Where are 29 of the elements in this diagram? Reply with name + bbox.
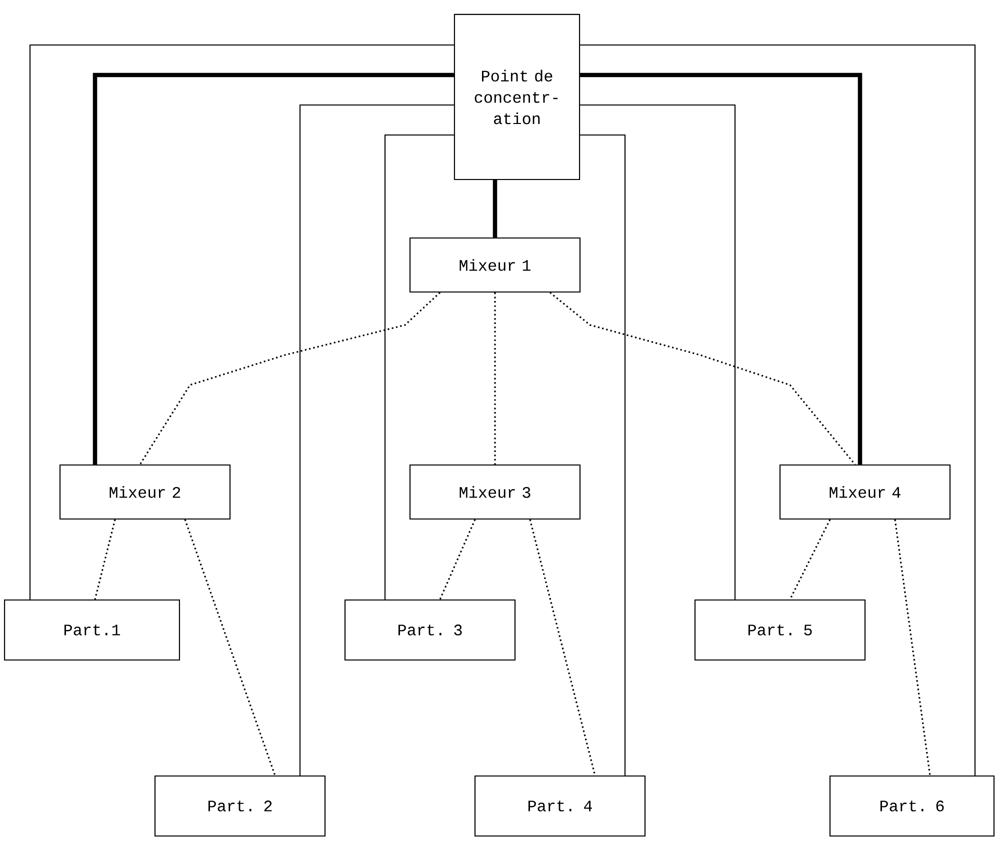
part-box: Part. 3 bbox=[344, 599, 516, 661]
connector-line bbox=[492, 180, 498, 238]
concentration-box: Point de concentr- ation bbox=[454, 14, 580, 180]
connector-line bbox=[94, 519, 116, 600]
connector-line bbox=[139, 292, 441, 465]
connector-line bbox=[580, 104, 736, 600]
part-box: Part. 5 bbox=[694, 599, 866, 661]
connector-line bbox=[29, 44, 454, 600]
connector-line bbox=[494, 292, 496, 464]
connector-line bbox=[184, 519, 276, 776]
connector-line bbox=[580, 134, 626, 776]
connector-line bbox=[384, 134, 454, 600]
mixer-box: Mixeur 1 bbox=[409, 237, 581, 293]
mixer-box: Mixeur 2 bbox=[59, 464, 231, 520]
connector-line bbox=[299, 104, 454, 776]
connector-line bbox=[550, 292, 856, 465]
connector-line bbox=[439, 519, 476, 600]
part-box: Part. 6 bbox=[829, 775, 995, 837]
connector-line bbox=[789, 519, 831, 600]
part-box: Part.1 bbox=[4, 599, 180, 661]
part-box: Part. 4 bbox=[474, 775, 646, 837]
mixer-box: Mixeur 3 bbox=[409, 464, 581, 520]
connector-line bbox=[894, 519, 931, 776]
mixer-box: Mixeur 4 bbox=[779, 464, 951, 520]
part-box: Part. 2 bbox=[154, 775, 326, 837]
connector-line bbox=[580, 44, 976, 776]
connector-line bbox=[92, 72, 454, 464]
connector-line bbox=[580, 72, 862, 464]
connector-line bbox=[529, 519, 596, 776]
